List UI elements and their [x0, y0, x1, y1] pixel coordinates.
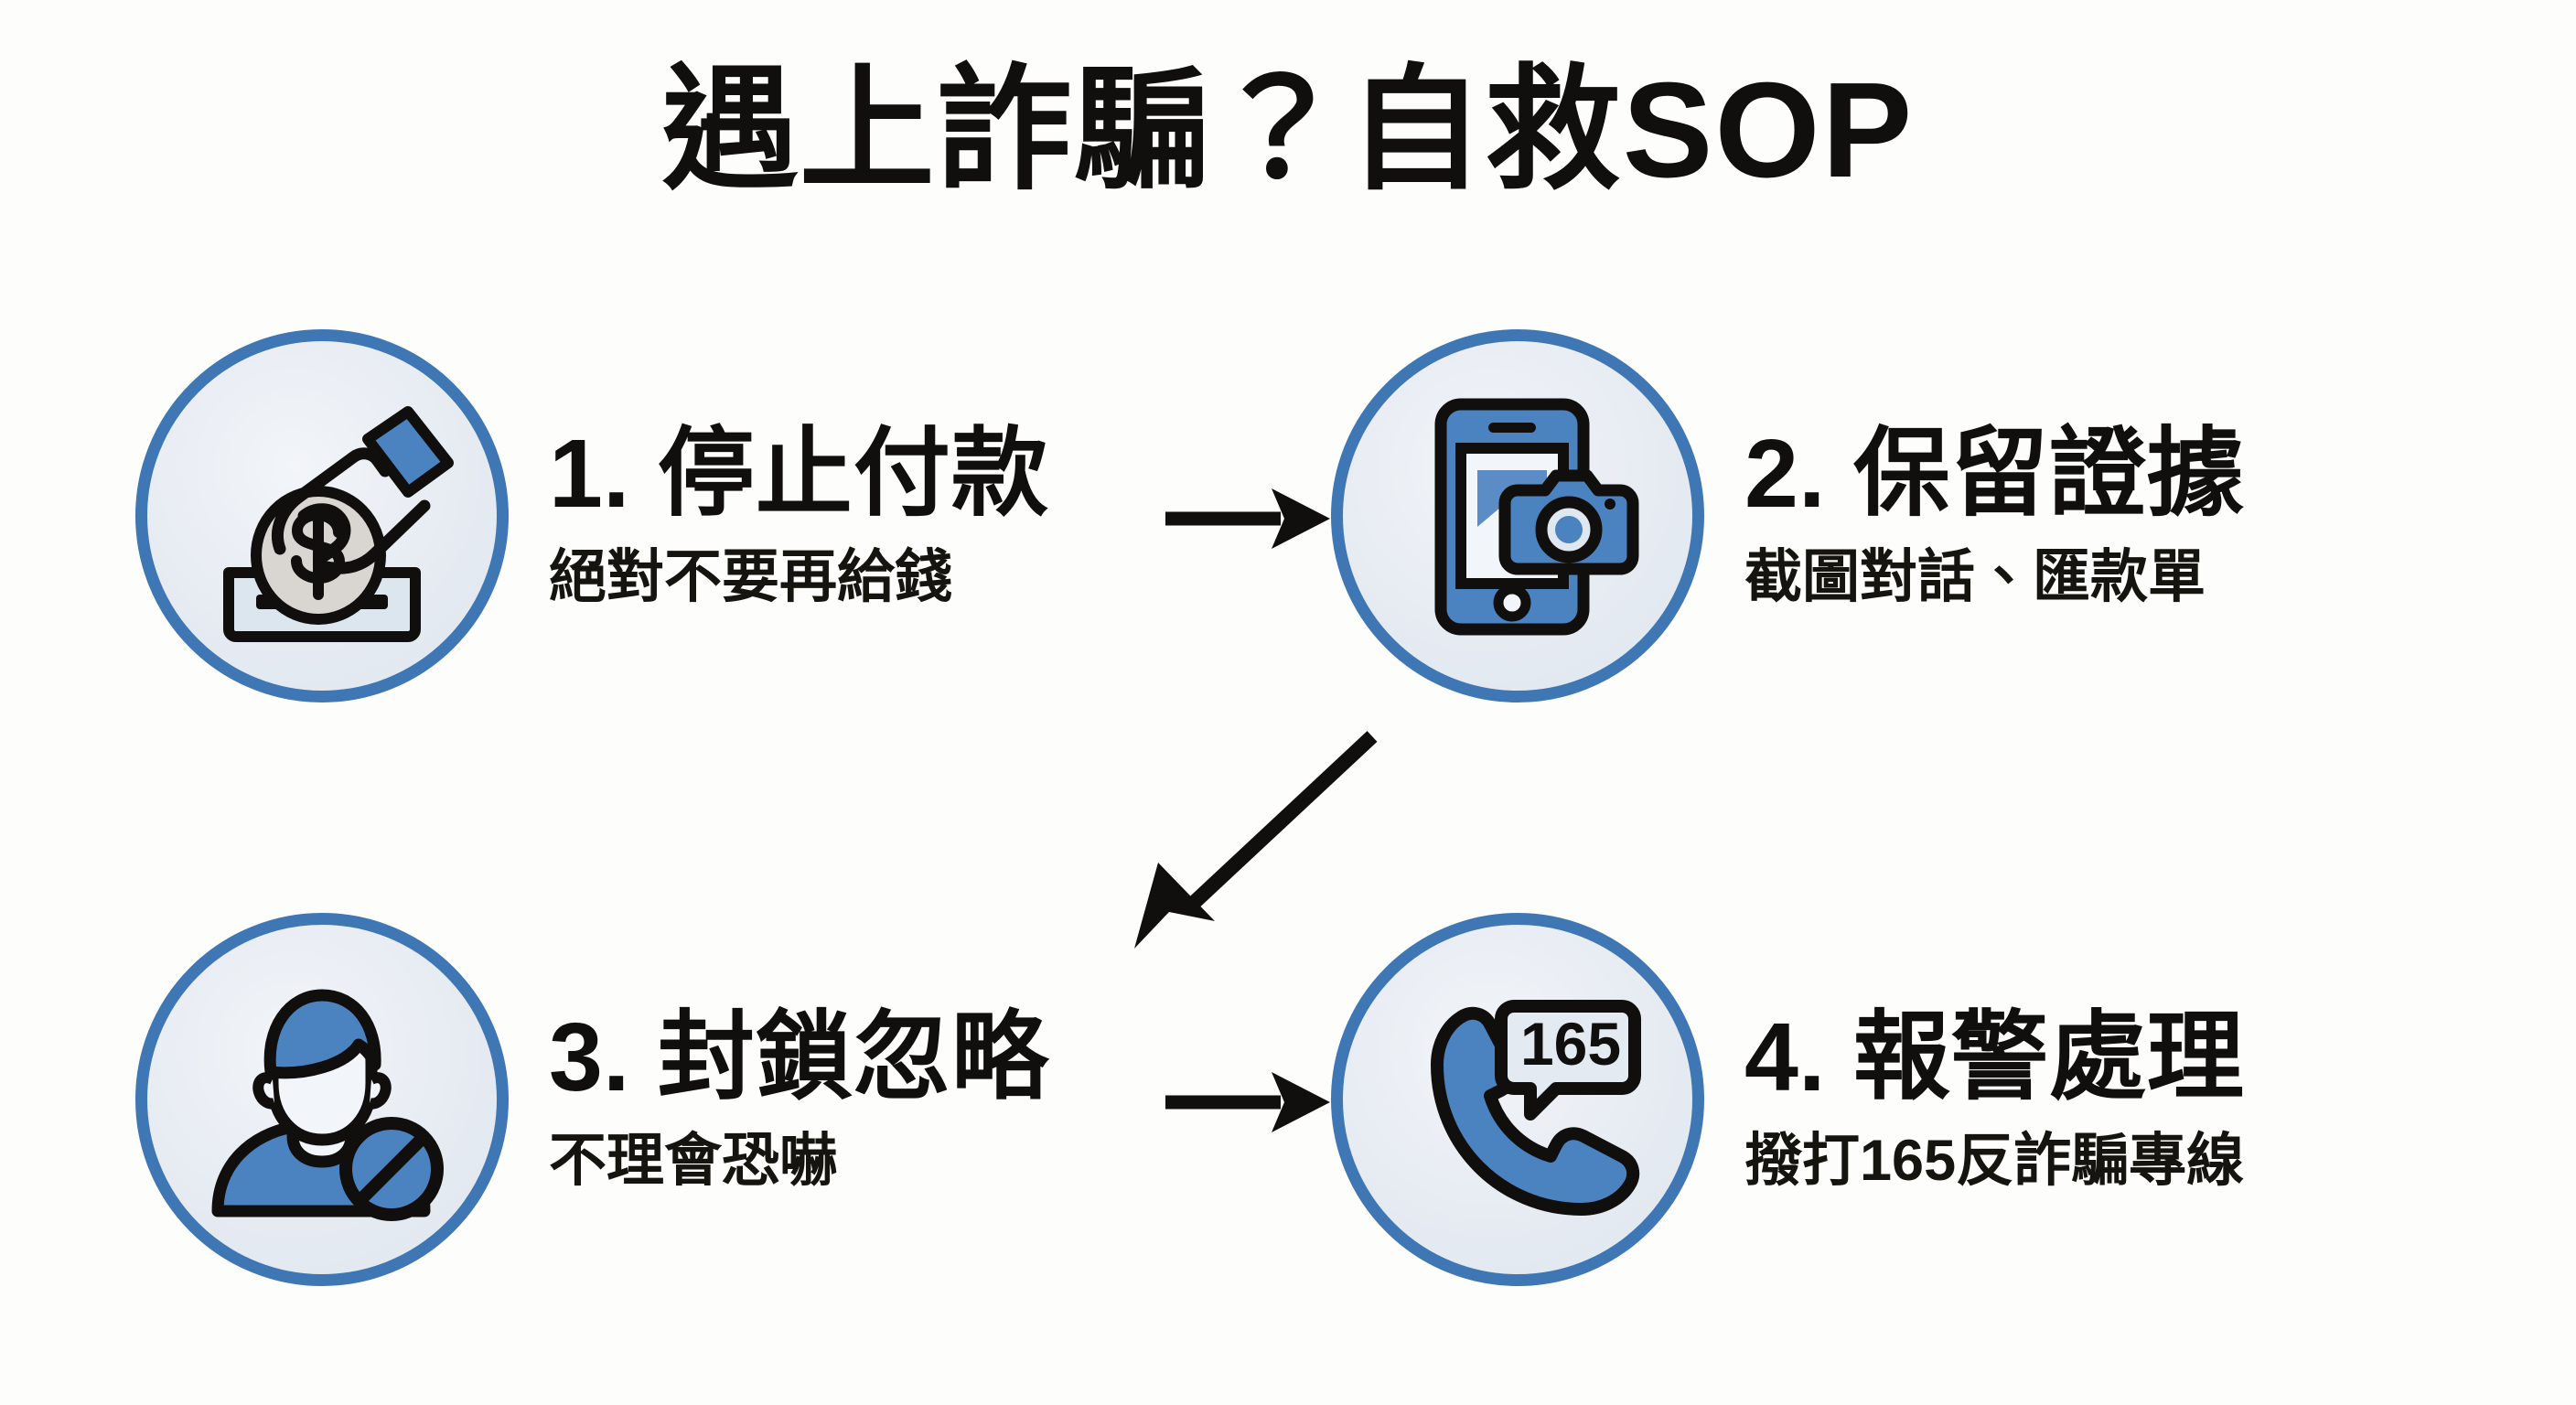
- step-2-icon-circle: [1331, 329, 1704, 702]
- step-2-texts: 2. 保留證據 截圖對話、匯款單: [1744, 420, 2245, 612]
- phone-screenshot-camera-icon: [1380, 379, 1655, 653]
- step-1-icon-circle: [135, 329, 509, 702]
- step-1-texts: 1. 停止付款 絕對不要再給錢: [549, 420, 1049, 612]
- step-4-icon-circle: 165: [1331, 913, 1704, 1286]
- hotline-number-label: 165: [1520, 1010, 1621, 1078]
- step-4-texts: 4. 報警處理 撥打165反詐騙專線: [1744, 1003, 2245, 1196]
- step-3-heading-text: 封鎖忽略: [657, 1003, 1049, 1111]
- step-1-heading-text: 停止付款: [657, 419, 1049, 528]
- step-3-icon-circle: [135, 913, 509, 1286]
- step-2-heading: 2. 保留證據: [1744, 420, 2245, 529]
- step-2-number: 2.: [1744, 419, 1826, 528]
- step-1-subtitle: 絕對不要再給錢: [549, 544, 952, 609]
- arrow-step1-to-step2: [1160, 468, 1343, 574]
- step-3-texts: 3. 封鎖忽略 不理會恐嚇: [549, 1003, 1049, 1196]
- step-card-3: 3. 封鎖忽略 不理會恐嚇: [135, 913, 1049, 1286]
- step-card-4: 165 4. 報警處理 撥打165反詐騙專線: [1331, 913, 2245, 1286]
- step-card-2: 2. 保留證據 截圖對話、匯款單: [1331, 329, 2245, 702]
- arrow-step2-to-step3: [1098, 709, 1409, 960]
- step-3-subtitle: 不理會恐嚇: [549, 1128, 837, 1193]
- step-1-heading: 1. 停止付款: [549, 420, 1049, 529]
- step-3-heading: 3. 封鎖忽略: [549, 1003, 1049, 1112]
- step-2-subtitle: 截圖對話、匯款單: [1744, 544, 2206, 609]
- hand-dropping-coin-icon: [185, 379, 459, 653]
- step-3-number: 3.: [549, 1003, 630, 1111]
- step-4-heading-text: 報警處理: [1852, 1003, 2245, 1111]
- step-4-heading: 4. 報警處理: [1744, 1003, 2245, 1112]
- step-4-subtitle: 撥打165反詐騙專線: [1744, 1128, 2245, 1193]
- step-2-heading-text: 保留證據: [1852, 419, 2245, 528]
- step-card-1: 1. 停止付款 絕對不要再給錢: [135, 329, 1049, 702]
- step-4-number: 4.: [1744, 1003, 1826, 1111]
- page-title: 遇上詐騙？自救SOP: [661, 55, 1915, 206]
- person-blocked-icon: [185, 962, 459, 1237]
- arrow-step3-to-step4: [1160, 1052, 1343, 1157]
- phone-call-165-icon: 165: [1380, 962, 1655, 1237]
- step-1-number: 1.: [549, 419, 630, 528]
